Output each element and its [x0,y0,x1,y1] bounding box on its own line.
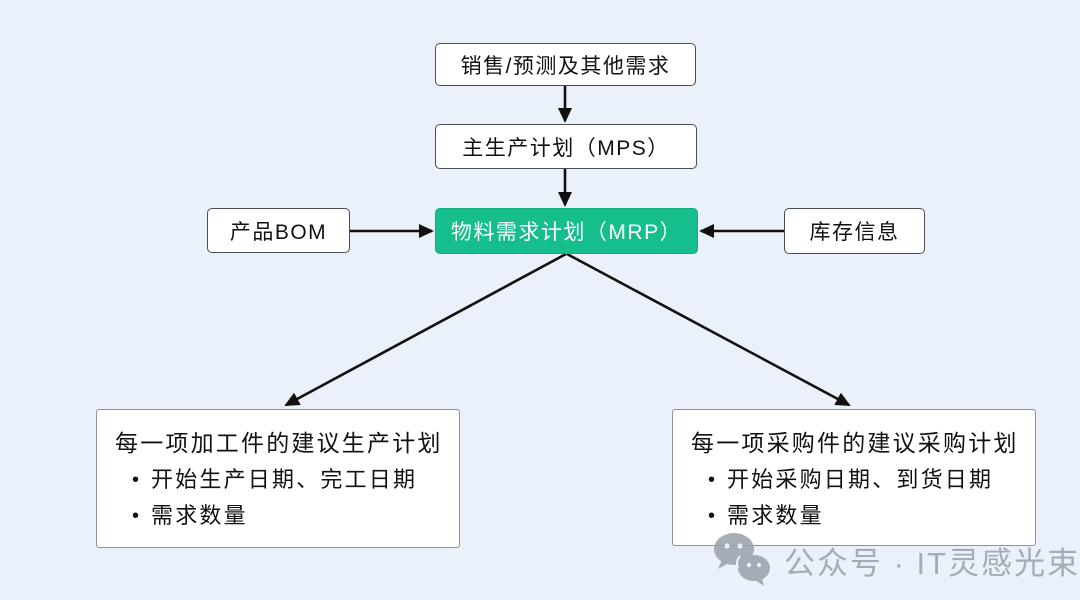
production-plan-bullet-dates: 开始生产日期、完工日期 [115,462,443,498]
purchase-plan-title: 每一项采购件的建议采购计划 [691,430,1019,456]
node-suggested-purchase-plan: 每一项采购件的建议采购计划 开始采购日期、到货日期 需求数量 [672,409,1036,546]
purchase-plan-bullet-quantity: 需求数量 [691,498,1019,534]
production-plan-title: 每一项加工件的建议生产计划 [115,430,443,456]
node-product-bom: 产品BOM [207,208,350,253]
node-suggested-production-plan: 每一项加工件的建议生产计划 开始生产日期、完工日期 需求数量 [96,409,460,548]
arrow-mrp-to-production-plan [284,252,567,407]
node-sales-forecast-demand: 销售/预测及其他需求 [435,43,696,86]
node-inventory-info: 库存信息 [784,208,925,254]
node-material-requirements-planning: 物料需求计划（MRP） [435,208,698,254]
node-master-production-schedule: 主生产计划（MPS） [435,124,697,169]
arrow-mrp-to-purchase-plan [566,252,851,407]
wechat-icon [714,533,770,586]
watermark: 公众号 · IT灵感光束 [712,532,1080,588]
purchase-plan-bullet-dates: 开始采购日期、到货日期 [691,462,1019,498]
watermark-text: 公众号 · IT灵感光束 [784,545,1080,581]
production-plan-bullet-quantity: 需求数量 [115,498,443,534]
